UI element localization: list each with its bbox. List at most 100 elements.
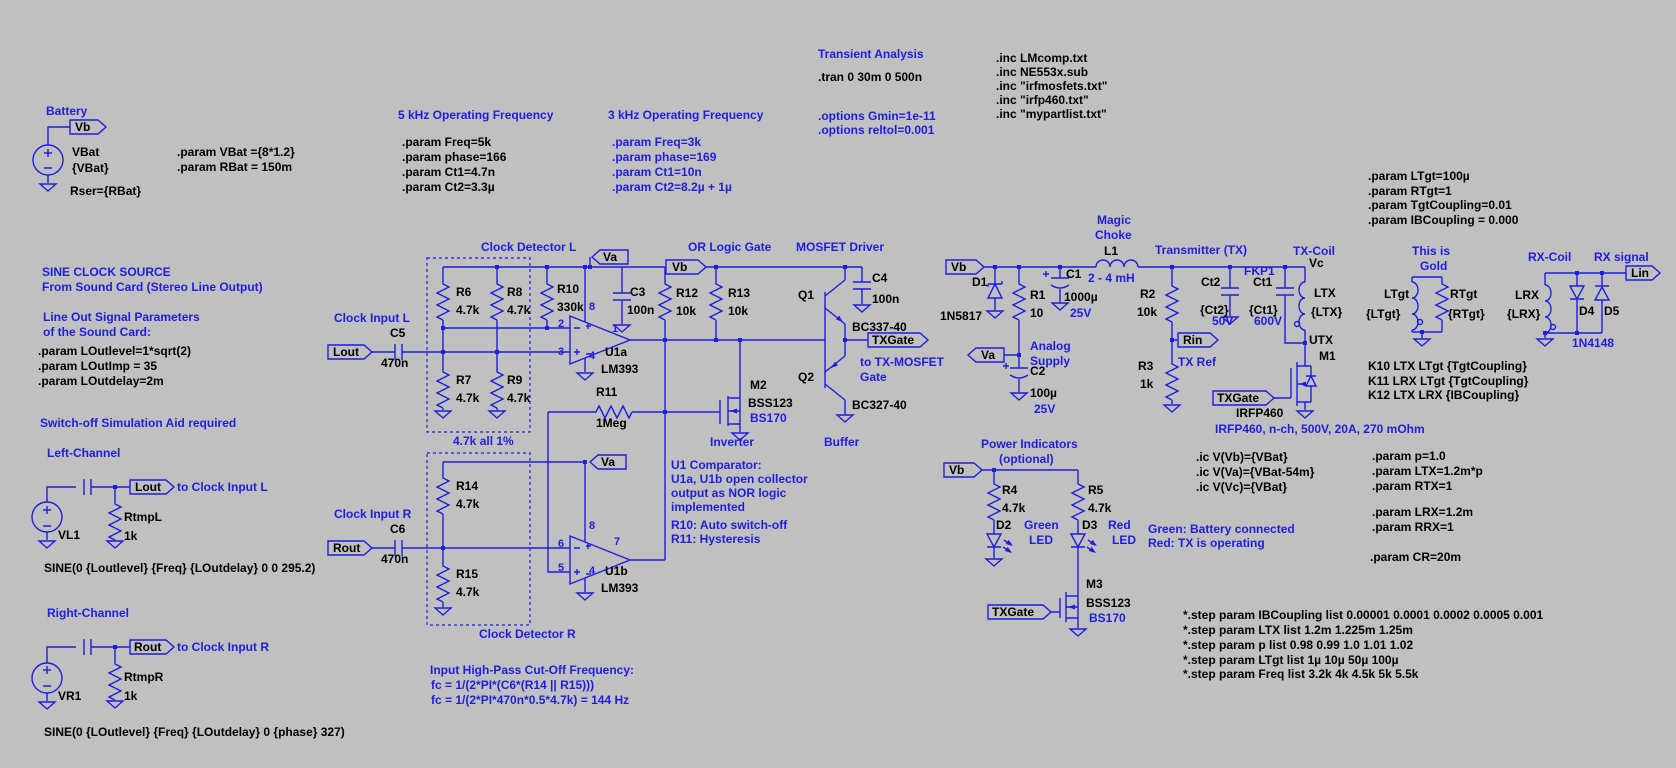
opamp-name-u1b[interactable]: U1b bbox=[605, 564, 628, 578]
resistor-value-rtmpl[interactable]: 1k bbox=[124, 529, 138, 543]
clock-detector-l-circuit[interactable] bbox=[327, 249, 665, 433]
mosfet-part-m1[interactable]: IRFP460 bbox=[1236, 406, 1284, 420]
resistor-name-rtmpr[interactable]: RtmpR bbox=[124, 670, 164, 684]
resistor-name-r9[interactable]: R9 bbox=[507, 373, 523, 387]
inductor-name-ltgt[interactable]: LTgt bbox=[1384, 287, 1410, 301]
resistor-value-rtmpr[interactable]: 1k bbox=[124, 689, 138, 703]
step-directive-2[interactable]: *.step param p list 0.98 0.99 1.0 1.01 1… bbox=[1183, 638, 1414, 652]
inc-0[interactable]: .inc LMcomp.txt bbox=[996, 51, 1088, 65]
param-rrx[interactable]: .param RRX=1 bbox=[1372, 520, 1454, 534]
param-loutlevel[interactable]: .param LOutlevel=1*sqrt(2) bbox=[38, 344, 192, 358]
resistor-name-r3[interactable]: R3 bbox=[1138, 359, 1154, 373]
param-p[interactable]: .param p=1.0 bbox=[1372, 449, 1446, 463]
opamp-part-u1b[interactable]: LM393 bbox=[601, 581, 639, 595]
bjt-part-q2[interactable]: BC327-40 bbox=[852, 398, 907, 412]
param-freq3k-3[interactable]: .param Ct2=8.2µ + 1µ bbox=[612, 180, 732, 194]
diode-name-d5[interactable]: D5 bbox=[1604, 304, 1620, 318]
mosfet-name-m1[interactable]: M1 bbox=[1319, 349, 1336, 363]
param-loutdelay[interactable]: .param LOutdelay=2m bbox=[38, 374, 164, 388]
battery-symbol[interactable] bbox=[32, 119, 108, 192]
comparator-u1b-symbol[interactable] bbox=[569, 462, 665, 601]
step-directive-0[interactable]: *.step param IBCoupling list 0.00001 0.0… bbox=[1183, 608, 1544, 622]
cap-value-c6[interactable]: 470n bbox=[381, 552, 409, 566]
source-name-vl1[interactable]: VL1 bbox=[58, 528, 81, 542]
net-label-vc[interactable]: Vc bbox=[1309, 256, 1324, 270]
step-directive-3[interactable]: *.step param LTgt list 1µ 10µ 50µ 100µ bbox=[1183, 653, 1399, 667]
clock-detector-r-circuit[interactable] bbox=[327, 452, 627, 626]
net-flag-vb-indicators[interactable]: Vb bbox=[949, 463, 965, 477]
net-flag-vb-orgate[interactable]: Vb bbox=[672, 260, 688, 274]
ic-directive-2[interactable]: .ic V(Vc)={VBat} bbox=[1196, 480, 1288, 494]
net-flag-rin[interactable]: Rin bbox=[1183, 333, 1203, 347]
sine-directive-left[interactable]: SINE(0 {Loutlevel} {Freq} {LOutdelay} 0 … bbox=[44, 561, 316, 575]
inc-4[interactable]: .inc "mypartlist.txt" bbox=[996, 107, 1107, 121]
directive-gmin[interactable]: .options Gmin=1e-11 bbox=[818, 109, 936, 123]
param-freq3k-1[interactable]: .param phase=169 bbox=[612, 150, 717, 164]
param-cr[interactable]: .param CR=20m bbox=[1370, 550, 1462, 564]
k-directive-1[interactable]: K11 LRX LTgt {TgtCoupling} bbox=[1368, 374, 1529, 388]
step-directive-1[interactable]: *.step param LTX list 1.2m 1.225m 1.25m bbox=[1183, 623, 1413, 637]
net-flag-rout-cdr[interactable]: Rout bbox=[333, 541, 361, 555]
cap-name-ct1[interactable]: Ct1 bbox=[1253, 275, 1273, 289]
left-channel-circuit[interactable] bbox=[31, 479, 176, 549]
inductor-name-l1[interactable]: L1 bbox=[1104, 244, 1119, 258]
inc-1[interactable]: .inc NE553x.sub bbox=[996, 65, 1089, 79]
inductor-value-lrx[interactable]: {LRX} bbox=[1507, 307, 1541, 321]
param-ltx[interactable]: .param LTX=1.2m*p bbox=[1372, 464, 1483, 478]
resistor-value-r2[interactable]: 10k bbox=[1137, 305, 1158, 319]
resistor-value-r11[interactable]: 1Meg bbox=[596, 416, 627, 430]
sine-directive-right[interactable]: SINE(0 {LOutlevel} {Freq} {LOutdelay} 0 … bbox=[44, 725, 345, 739]
transmitter-circuit[interactable] bbox=[1163, 267, 1318, 419]
or-gate-circuit[interactable] bbox=[547, 259, 862, 573]
power-indicator-circuit[interactable] bbox=[943, 462, 1100, 637]
rx-coil-circuit[interactable] bbox=[1536, 265, 1662, 347]
inc-2[interactable]: .inc "irfmosfets.txt" bbox=[996, 79, 1108, 93]
resistor-name-r10[interactable]: R10 bbox=[557, 282, 580, 296]
resistor-name-r8[interactable]: R8 bbox=[507, 285, 523, 299]
diode-name-d4[interactable]: D4 bbox=[1579, 304, 1595, 318]
gold-target-circuit[interactable] bbox=[1411, 276, 1449, 347]
resistor-value-r7[interactable]: 4.7k bbox=[456, 391, 480, 405]
bjt-name-q2[interactable]: Q2 bbox=[798, 370, 815, 384]
inductor-name-ltx[interactable]: LTX bbox=[1314, 286, 1336, 300]
cap-value-c3[interactable]: 100n bbox=[627, 303, 655, 317]
net-flag-vb-choke[interactable]: Vb bbox=[951, 260, 967, 274]
cap-value-c5[interactable]: 470n bbox=[381, 356, 409, 370]
param-ltgt[interactable]: .param LTgt=100µ bbox=[1368, 169, 1470, 183]
mosfet-name-m3[interactable]: M3 bbox=[1086, 577, 1103, 591]
inductor-value-ltx[interactable]: {LTX} bbox=[1311, 305, 1343, 319]
battery-rser[interactable]: Rser={RBat} bbox=[70, 184, 142, 198]
battery-value[interactable]: {VBat} bbox=[72, 161, 109, 175]
resistor-name-r4[interactable]: R4 bbox=[1002, 483, 1018, 497]
resistor-value-r12[interactable]: 10k bbox=[676, 304, 697, 318]
resistor-name-rtmpl[interactable]: RtmpL bbox=[124, 510, 162, 524]
resistor-value-r5[interactable]: 4.7k bbox=[1088, 501, 1112, 515]
source-name-vr1[interactable]: VR1 bbox=[58, 689, 82, 703]
ic-directive-0[interactable]: .ic V(Vb)={VBat} bbox=[1196, 450, 1288, 464]
param-loutimp[interactable]: .param LOutImp = 35 bbox=[38, 359, 158, 373]
resistor-name-r5[interactable]: R5 bbox=[1088, 483, 1104, 497]
resistor-value-r4[interactable]: 4.7k bbox=[1002, 501, 1026, 515]
net-flag-va-analog[interactable]: Va bbox=[981, 348, 996, 362]
step-directive-4[interactable]: *.step param Freq list 3.2k 4k 4.5k 5k 5… bbox=[1183, 667, 1419, 681]
resistor-value-r1[interactable]: 10 bbox=[1030, 306, 1044, 320]
k-directive-0[interactable]: K10 LTX LTgt {TgtCoupling} bbox=[1368, 359, 1527, 373]
bjt-name-q1[interactable]: Q1 bbox=[798, 288, 815, 302]
resistor-name-r7[interactable]: R7 bbox=[456, 373, 472, 387]
opamp-part-u1a[interactable]: LM393 bbox=[601, 362, 639, 376]
inc-3[interactable]: .inc "irfp460.txt" bbox=[996, 93, 1089, 107]
net-flag-txgate-m1[interactable]: TXGate bbox=[1217, 391, 1260, 405]
directive-tran[interactable]: .tran 0 30m 0 500n bbox=[818, 70, 923, 84]
resistor-value-r6[interactable]: 4.7k bbox=[456, 303, 480, 317]
led-name-d2[interactable]: D2 bbox=[996, 518, 1012, 532]
cap-value-ct2[interactable]: {Ct2} bbox=[1200, 303, 1229, 317]
param-rbat[interactable]: .param RBat = 150m bbox=[177, 160, 293, 174]
cap-value-c2[interactable]: 100µ bbox=[1030, 386, 1057, 400]
param-freq3k-0[interactable]: .param Freq=3k bbox=[612, 135, 702, 149]
net-flag-va-u1b[interactable]: Va bbox=[601, 455, 616, 469]
ic-directive-1[interactable]: .ic V(Va)={VBat-54m} bbox=[1196, 465, 1315, 479]
mosfet-name-m2[interactable]: M2 bbox=[750, 378, 767, 392]
comparator-u1a-symbol[interactable] bbox=[569, 267, 825, 381]
cap-value-c1[interactable]: 1000µ bbox=[1064, 290, 1098, 304]
